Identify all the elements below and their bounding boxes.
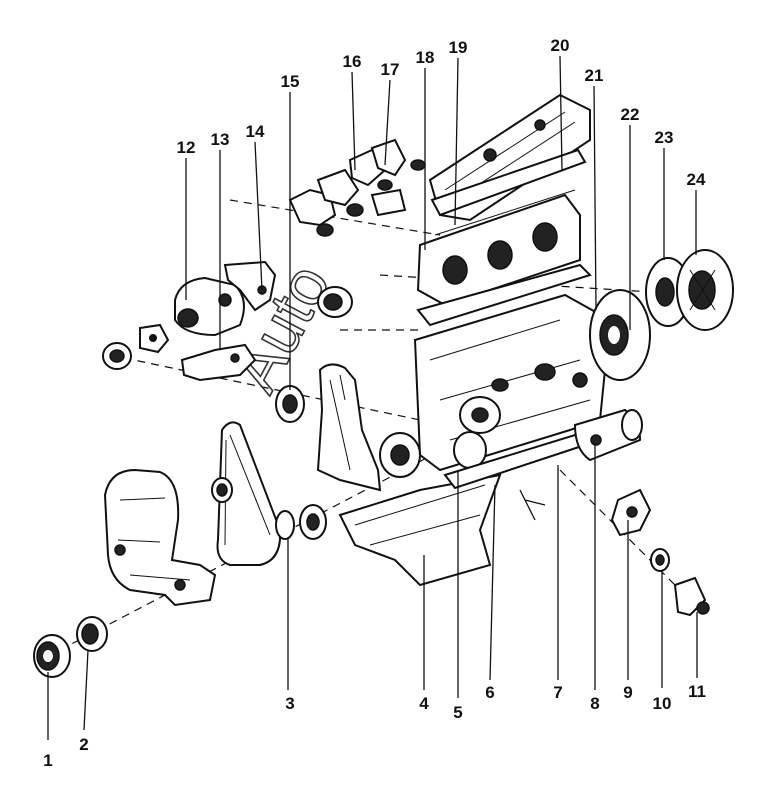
part-crank-sprocket (275, 504, 327, 540)
callout-11: 11 (688, 682, 706, 701)
callout-19: 19 (449, 38, 468, 57)
part-gasket-small (139, 323, 170, 354)
callout-numbers: 1 2 3 4 5 6 7 8 9 10 11 12 13 14 15 16 1… (43, 36, 706, 770)
callout-7: 7 (553, 683, 562, 702)
callout-15: 15 (281, 72, 300, 91)
callout-1: 1 (43, 751, 52, 770)
part-water-pump (174, 276, 245, 337)
callout-4: 4 (419, 694, 429, 713)
part-cylinder-head (416, 189, 581, 307)
part-pulley-2 (76, 616, 108, 652)
callout-24: 24 (687, 170, 706, 189)
callout-8: 8 (590, 694, 599, 713)
part-engine-mount-bracket (610, 488, 652, 537)
callout-6: 6 (485, 683, 494, 702)
callout-17: 17 (381, 60, 400, 79)
part-head-gasket (416, 263, 592, 327)
callout-22: 22 (621, 105, 640, 124)
callout-14: 14 (246, 122, 265, 141)
callout-18: 18 (416, 48, 435, 67)
part-small-pulley (102, 342, 132, 370)
part-thermostat-housings (288, 138, 426, 237)
part-rear-timing-cover (316, 363, 382, 492)
callout-9: 9 (623, 683, 632, 702)
part-crankshaft-front (379, 396, 501, 478)
part-valve-cover (428, 93, 591, 222)
callout-23: 23 (655, 128, 674, 147)
part-crank-pulley (33, 634, 71, 678)
part-oil-pan (338, 473, 502, 587)
callout-16: 16 (343, 52, 362, 71)
callout-3: 3 (285, 694, 294, 713)
part-pressure-plate (676, 249, 734, 331)
part-timing-cover (103, 468, 217, 607)
callout-21: 21 (585, 66, 604, 85)
callout-5: 5 (453, 703, 462, 722)
part-cam-sprocket (275, 385, 305, 423)
part-starter-motor (573, 408, 643, 462)
callout-13: 13 (211, 130, 230, 149)
part-idler-pulley (317, 286, 353, 318)
part-mount-11 (673, 576, 710, 617)
callout-10: 10 (653, 694, 672, 713)
part-flywheel (589, 289, 651, 381)
callout-2: 2 (79, 735, 88, 754)
part-belt-tensioner (211, 477, 233, 503)
part-rubber-mount (650, 548, 670, 572)
callout-20: 20 (551, 36, 570, 55)
callout-12: 12 (177, 138, 196, 157)
callout-leaders (47, 55, 698, 740)
